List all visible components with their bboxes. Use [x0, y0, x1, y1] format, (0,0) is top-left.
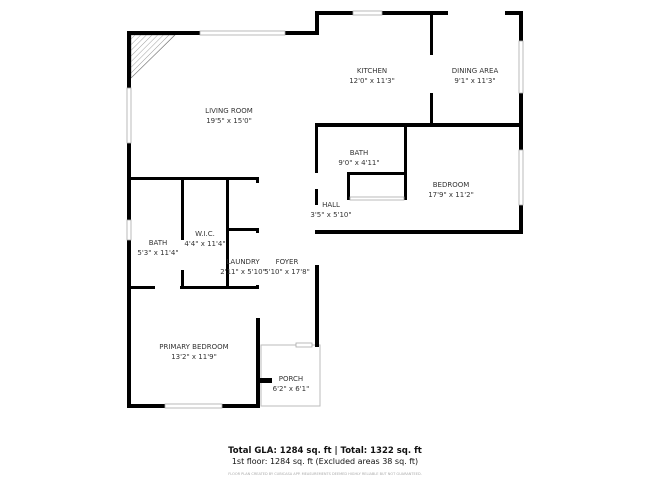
windows: [126, 10, 524, 409]
footer-totals: Total GLA: 1284 sq. ft | Total: 1322 sq.…: [228, 446, 422, 456]
porch-outline: [260, 344, 321, 407]
room-wic: W.I.C.4'4" x 11'4": [184, 230, 226, 248]
footer-floor-area: 1st floor: 1284 sq. ft (Excluded areas 3…: [231, 457, 419, 466]
footer-disclaimer: FLOOR PLAN CREATED BY CUBICASA APP. MEAS…: [228, 472, 422, 476]
fireplace: [130, 34, 176, 79]
walls: [127, 11, 523, 408]
